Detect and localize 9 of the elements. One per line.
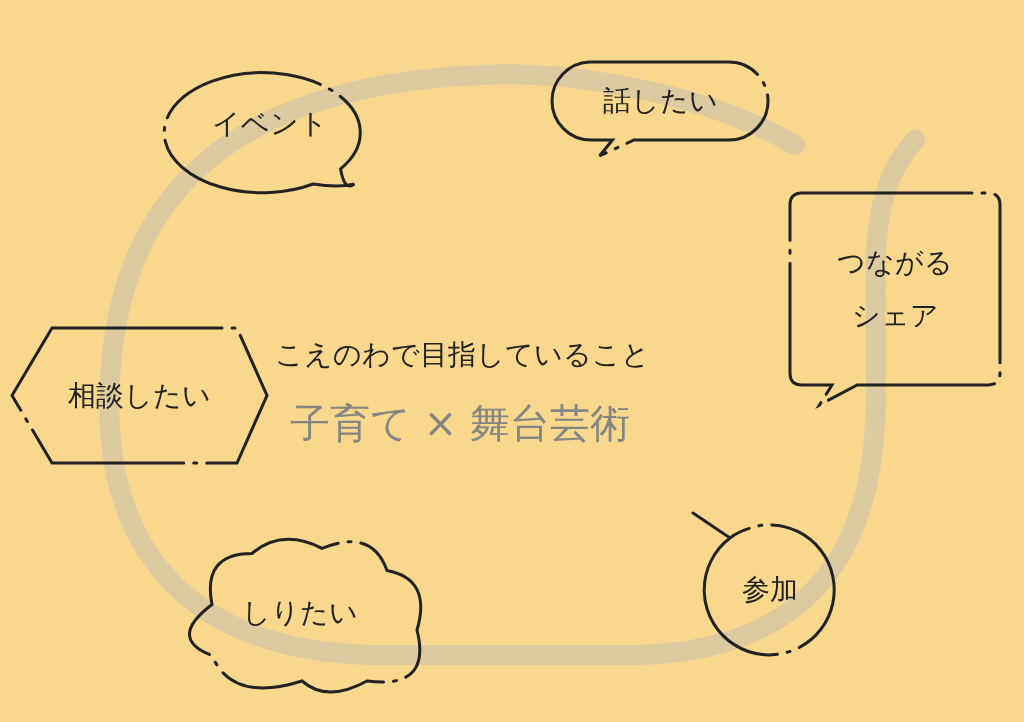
heading-text: こえのわで目指していること: [275, 337, 650, 373]
bubble-text: つながる: [837, 244, 953, 281]
bubble-text: しりたい: [241, 595, 358, 632]
bubble-text: シェア: [851, 298, 939, 334]
theme-text: 子育て × 舞台芸術: [290, 399, 630, 448]
bubble-text: 参加: [742, 572, 798, 609]
bubble-text: イベント: [212, 106, 328, 143]
bubble-text: 話したい: [602, 83, 718, 120]
bubble-text: 相談したい: [68, 377, 211, 414]
